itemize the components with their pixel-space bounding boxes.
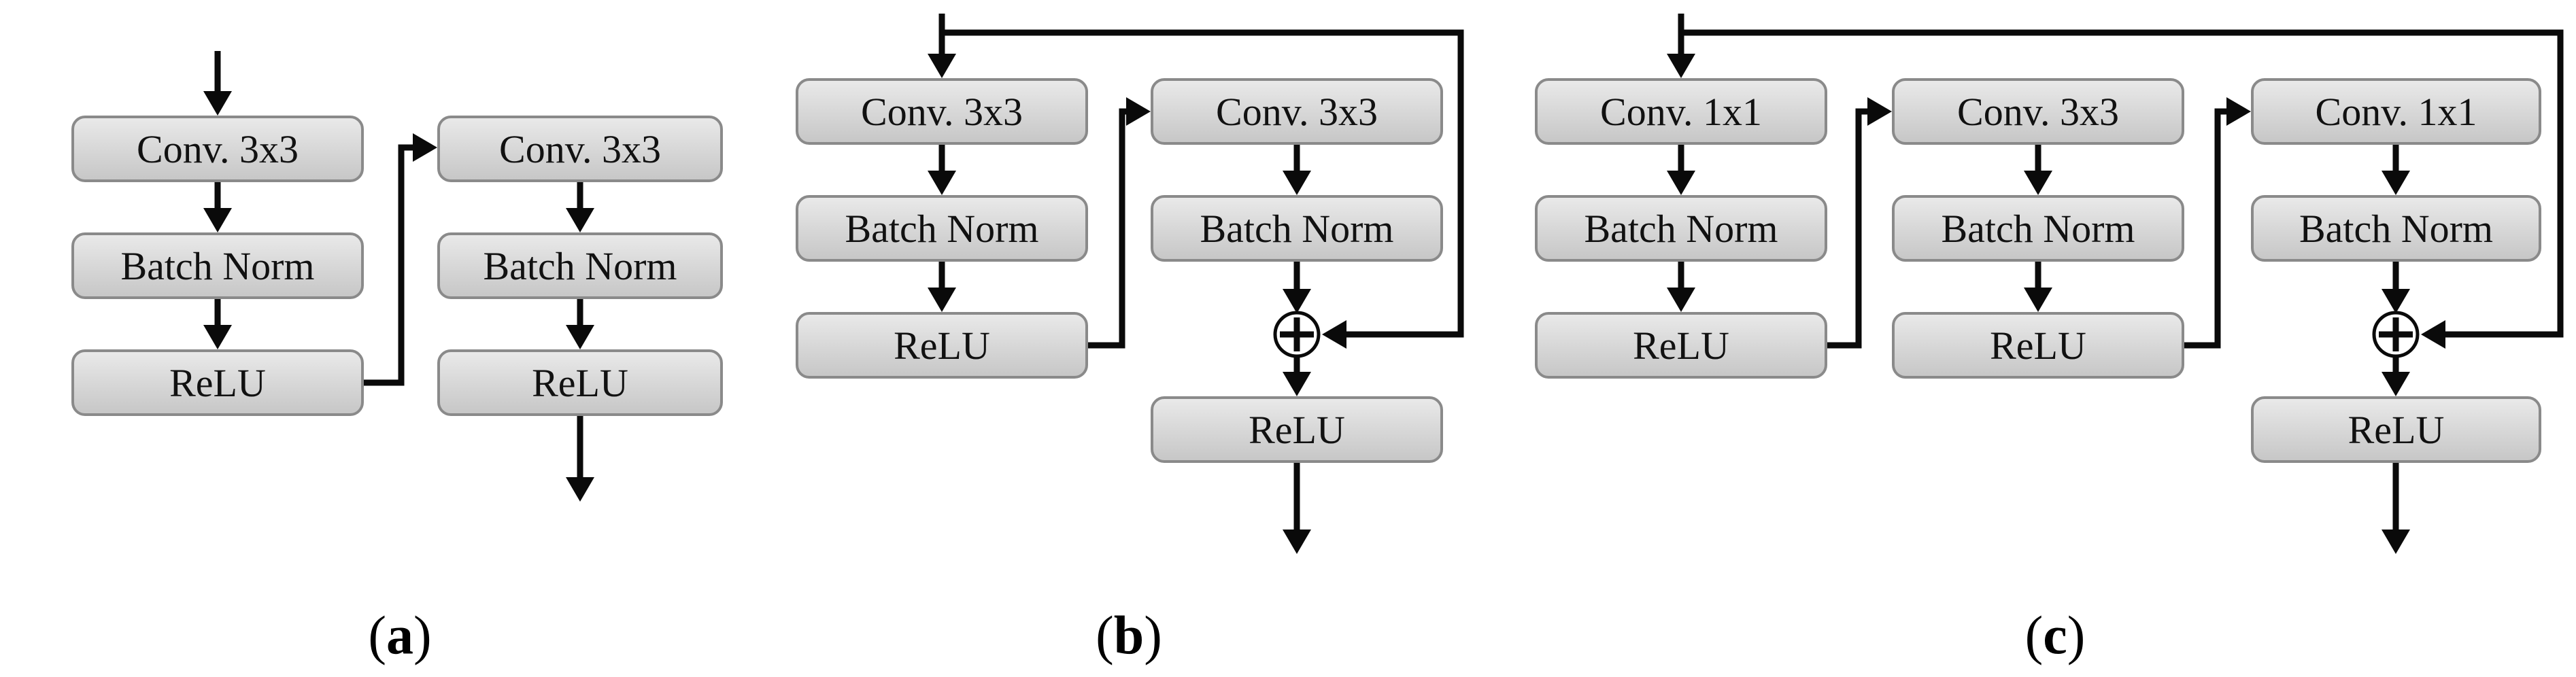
arrowhead-icon [1126,97,1151,126]
arrowhead-icon [1667,171,1695,195]
node-batch-norm: Batch Norm [1892,195,2184,262]
arrowhead-icon [203,325,232,349]
node-conv-3x3: Conv. 3x3 [1151,78,1443,145]
node-relu: ReLU [1535,312,1827,379]
arrowhead-icon [2382,289,2410,313]
node-batch-norm: Batch Norm [796,195,1088,262]
node-conv-3x3: Conv. 3x3 [1892,78,2184,145]
node-relu: ReLU [437,349,723,416]
caption-letter: c [2043,606,2067,666]
arrowhead-icon [1322,320,1346,349]
arrowhead-icon [2024,288,2052,312]
node-batch-norm: Batch Norm [437,232,723,299]
arrowhead-icon [1667,54,1695,78]
arrow-line [942,29,1464,338]
node-relu: ReLU [2251,396,2541,463]
arrow-line [1088,108,1132,349]
caption-close-paren: ) [2067,606,2086,666]
node-conv-3x3: Conv. 3x3 [796,78,1088,145]
sum-junction-icon [2372,311,2420,358]
arrowhead-icon [1867,97,1892,126]
arrowhead-icon [928,288,956,312]
arrowhead-icon [1283,171,1311,195]
caption-close-paren: ) [413,606,432,666]
arrowhead-icon [928,171,956,195]
arrowhead-icon [566,477,594,502]
panel-caption-a: (a) [368,606,431,667]
arrowhead-icon [413,133,437,162]
panel-caption-b: (b) [1096,606,1162,667]
node-relu: ReLU [1892,312,2184,379]
panel-caption-c: (c) [2025,606,2086,667]
node-batch-norm: Batch Norm [71,232,364,299]
arrow-line [364,144,418,386]
node-conv-3x3: Conv. 3x3 [71,116,364,182]
caption-open-paren: ( [1096,606,1114,666]
node-relu: ReLU [796,312,1088,379]
node-relu: ReLU [1151,396,1443,463]
arrowhead-icon [2382,372,2410,396]
caption-letter: b [1113,606,1145,666]
arrowhead-icon [2382,530,2410,554]
node-batch-norm: Batch Norm [2251,195,2541,262]
caption-letter: a [386,606,413,666]
node-batch-norm: Batch Norm [1151,195,1443,262]
arrow-line [2184,108,2232,349]
arrowhead-icon [203,91,232,116]
arrowhead-icon [1283,372,1311,396]
node-relu: ReLU [71,349,364,416]
arrowhead-icon [1283,289,1311,313]
caption-close-paren: ) [1144,606,1162,666]
arrow-line [1681,29,2564,338]
arrowhead-icon [566,208,594,232]
arrow-line [1827,108,1873,349]
caption-open-paren: ( [2024,606,2044,666]
node-conv-3x3: Conv. 3x3 [437,116,723,182]
node-conv-1x1: Conv. 1x1 [2251,78,2541,145]
caption-open-paren: ( [368,606,386,666]
sum-junction-icon [1273,311,1321,358]
node-conv-1x1: Conv. 1x1 [1535,78,1827,145]
arrowhead-icon [1283,530,1311,554]
arrowhead-icon [2226,97,2251,126]
arrowhead-icon [566,325,594,349]
arrowhead-icon [928,54,956,78]
arrowhead-icon [203,208,232,232]
node-batch-norm: Batch Norm [1535,195,1827,262]
arrowhead-icon [2421,320,2445,349]
arrowhead-icon [2382,171,2410,195]
arrowhead-icon [2024,171,2052,195]
arrowhead-icon [1667,288,1695,312]
